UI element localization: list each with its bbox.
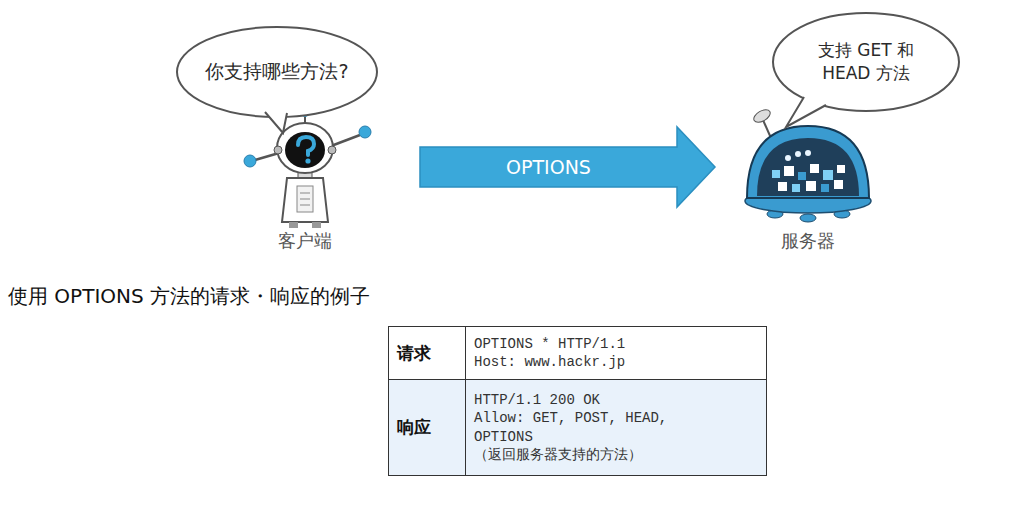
light — [792, 184, 800, 192]
panel-line — [300, 205, 310, 206]
robot-figure: 客户端 — [220, 105, 420, 257]
bubble-text-line: 支持 GET 和 HEAD 方法 — [801, 39, 931, 85]
table-cell-text: 请求 — [397, 342, 457, 365]
request-response-table: 请求 OPTIONS * HTTP/1.1Host: www.hackr.jp … — [388, 326, 767, 476]
foot — [800, 214, 816, 222]
table-cell-text: Host: www.hackr.jp — [474, 353, 714, 371]
eye — [795, 151, 801, 157]
question-dot — [305, 158, 310, 163]
eye — [785, 155, 791, 161]
light — [810, 164, 819, 173]
hand — [359, 126, 371, 138]
eye — [805, 150, 811, 156]
speech-bubble: 支持 GET 和 HEAD 方法 — [771, 11, 961, 113]
hand — [244, 155, 256, 167]
antenna — [763, 120, 771, 138]
table-cell: OPTIONS * HTTP/1.1Host: www.hackr.jp — [466, 327, 766, 379]
table-cell: 响应 — [389, 379, 466, 475]
panel-line — [300, 193, 310, 194]
bubble-ellipse — [177, 27, 377, 117]
body — [282, 178, 328, 222]
bubble-outline — [771, 11, 961, 113]
bubble-tail — [786, 97, 826, 127]
figure-caption: 使用 OPTIONS 方法的请求・响应的例子 — [8, 283, 370, 310]
light — [823, 170, 833, 180]
ear — [328, 146, 336, 154]
face — [285, 132, 325, 168]
table-cell-text: Allow: GET, POST, HEAD, OPTIONS — [474, 409, 714, 445]
arm — [331, 135, 360, 146]
table-cell: 请求 — [389, 327, 466, 379]
light — [806, 181, 816, 191]
bubble-text: 你支持哪些方法? — [205, 59, 348, 85]
body-panel — [297, 186, 313, 212]
bubble-text: 支持 GET 和 HEAD 方法 — [801, 39, 931, 85]
light — [837, 165, 845, 173]
bubble-tail — [265, 112, 287, 133]
arrow-connector — [420, 127, 715, 207]
server-robot — [745, 107, 871, 222]
table-cell-text: HTTP/1.1 200 OK — [474, 391, 714, 409]
arm — [255, 153, 279, 160]
figure-label-text: 客户端 — [220, 230, 390, 253]
robot-figure: 服务器 — [715, 105, 905, 257]
bubble-text-line: 你支持哪些方法? — [205, 59, 348, 85]
light — [834, 180, 843, 189]
table-cell-text: OPTIONS * HTTP/1.1 — [474, 335, 714, 353]
light — [784, 166, 794, 176]
figure-label: 客户端 — [220, 230, 390, 253]
light — [798, 172, 806, 180]
figure-label-text: 服务器 — [715, 230, 901, 253]
head — [277, 123, 333, 173]
bubble-ellipse — [773, 13, 959, 111]
table-cell-text: 响应 — [397, 416, 457, 439]
shell — [747, 126, 869, 198]
connector-label: OPTIONS — [506, 156, 591, 178]
dome — [757, 138, 859, 196]
client-robot — [244, 111, 371, 228]
leg — [289, 222, 298, 228]
ear — [274, 146, 282, 154]
light — [821, 184, 829, 192]
table-cell: HTTP/1.1 200 OKAllow: GET, POST, HEAD, O… — [466, 379, 766, 475]
speech-bubble: 你支持哪些方法? — [175, 25, 379, 119]
table-cell-text: （返回服务器支持的方法） — [474, 446, 714, 464]
question-mark — [298, 137, 314, 155]
figure-label: 服务器 — [715, 230, 901, 253]
light — [772, 170, 780, 178]
dish — [752, 107, 773, 125]
panel-line — [300, 199, 310, 200]
light — [778, 182, 787, 191]
leg — [312, 222, 321, 228]
